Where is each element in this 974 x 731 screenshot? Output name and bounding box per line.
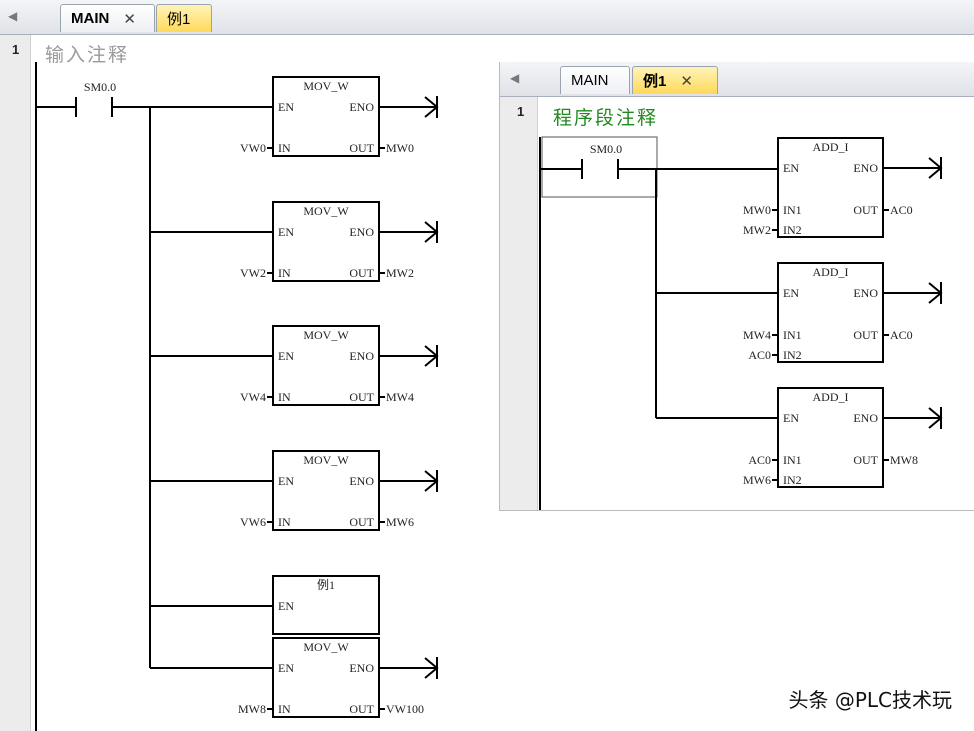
pin-label: EN [278, 474, 294, 488]
block-title: MOV_W [303, 453, 349, 467]
block-title: ADD_I [813, 390, 849, 404]
tab-scroll-left-icon[interactable]: ◀ [8, 9, 18, 23]
pin-label: OUT [853, 203, 878, 217]
pin-label: OUT [853, 453, 878, 467]
network-number: 1 [12, 42, 20, 57]
input-operand: MW4 [743, 328, 771, 342]
tab-main[interactable]: MAIN ✕ [60, 4, 155, 32]
pin-label: ENO [853, 161, 878, 175]
pin-label: ENO [349, 661, 374, 675]
contact-address: SM0.0 [84, 80, 116, 94]
block-title: MOV_W [303, 640, 349, 654]
pin-label: ENO [349, 349, 374, 363]
block-title: 例1 [317, 578, 335, 592]
function-block [777, 387, 884, 488]
network-number: 1 [517, 104, 525, 119]
pin-label: EN [783, 161, 799, 175]
block-title: ADD_I [813, 140, 849, 154]
pin-label: ENO [349, 225, 374, 239]
pin-label: EN [278, 599, 294, 613]
right-network-gutter [500, 97, 538, 510]
pin-label: ENO [349, 474, 374, 488]
input-operand: VW6 [240, 515, 266, 529]
tab-main-label: MAIN [71, 10, 110, 27]
contact-address: SM0.0 [590, 142, 622, 156]
network-comment[interactable]: 程序段注释 [553, 108, 659, 129]
function-block [272, 325, 380, 406]
pin-label: EN [278, 661, 294, 675]
tab-scroll-left-icon[interactable]: ◀ [510, 71, 520, 85]
tab-example1[interactable]: 例1 ✕ [632, 66, 718, 94]
pin-label: IN [278, 515, 291, 529]
pin-label: IN2 [783, 473, 802, 487]
block-title: MOV_W [303, 328, 349, 342]
input-operand: AC0 [748, 348, 771, 362]
input-operand: AC0 [748, 453, 771, 467]
tab-example1-label: 例1 [167, 11, 191, 28]
left-network-gutter [0, 35, 31, 731]
pin-label: ENO [853, 286, 878, 300]
tab-example1[interactable]: 例1 [156, 4, 212, 32]
block-title: MOV_W [303, 204, 349, 218]
input-operand: MW2 [743, 223, 771, 237]
pin-label: OUT [349, 141, 374, 155]
pin-label: IN1 [783, 203, 802, 217]
function-block [272, 637, 380, 718]
input-operand: VW0 [240, 141, 266, 155]
input-operand: MW8 [238, 702, 266, 716]
pin-label: EN [278, 349, 294, 363]
tab-example1-label: 例1 [643, 73, 667, 90]
pin-label: IN2 [783, 223, 802, 237]
output-operand: AC0 [890, 328, 913, 342]
output-operand: MW8 [890, 453, 918, 467]
function-block [272, 76, 380, 157]
pin-label: OUT [349, 266, 374, 280]
pin-label: IN [278, 266, 291, 280]
input-operand: MW6 [743, 473, 771, 487]
block-title: MOV_W [303, 79, 349, 93]
function-block [777, 262, 884, 363]
function-block [777, 137, 884, 238]
function-block [272, 450, 380, 531]
pin-label: EN [278, 100, 294, 114]
input-operand: VW2 [240, 266, 266, 280]
pin-label: IN [278, 702, 291, 716]
input-operand: MW0 [743, 203, 771, 217]
selection-box [541, 136, 658, 198]
tab-main-label: MAIN [571, 72, 609, 89]
network-comment[interactable]: 输入注释 [45, 45, 130, 66]
pin-label: IN2 [783, 348, 802, 362]
pin-label: IN1 [783, 328, 802, 342]
output-operand: AC0 [890, 203, 913, 217]
pin-label: IN1 [783, 453, 802, 467]
pin-label: IN [278, 141, 291, 155]
input-operand: VW4 [240, 390, 266, 404]
close-icon[interactable]: ✕ [680, 72, 693, 90]
tab-main[interactable]: MAIN [560, 66, 630, 94]
pin-label: OUT [853, 328, 878, 342]
close-icon[interactable]: ✕ [123, 10, 136, 28]
pin-label: EN [783, 411, 799, 425]
watermark: 头条 @PLC技术玩 [788, 688, 952, 712]
pin-label: ENO [349, 100, 374, 114]
pin-label: OUT [349, 515, 374, 529]
pin-label: EN [278, 225, 294, 239]
output-operand: MW0 [386, 141, 414, 155]
output-operand: MW4 [386, 390, 414, 404]
pin-label: OUT [349, 702, 374, 716]
pin-label: IN [278, 390, 291, 404]
function-block [272, 201, 380, 282]
pin-label: ENO [853, 411, 878, 425]
block-title: ADD_I [813, 265, 849, 279]
output-operand: VW100 [386, 702, 424, 716]
pin-label: EN [783, 286, 799, 300]
function-block [272, 575, 380, 635]
output-operand: MW6 [386, 515, 414, 529]
output-operand: MW2 [386, 266, 414, 280]
pin-label: OUT [349, 390, 374, 404]
